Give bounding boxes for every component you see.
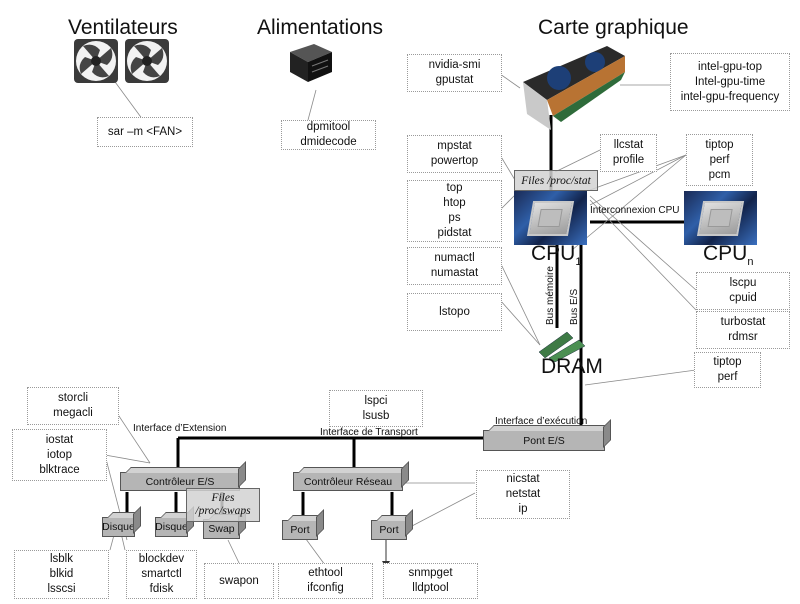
gpu-title: Carte graphique [538, 16, 689, 39]
network-port-2: Port [371, 520, 407, 540]
cpu1-image [514, 191, 587, 245]
tool-box-tiptop-pcm: tiptop perf pcm [686, 134, 753, 186]
io-bus-label: Bus E/S [569, 288, 580, 325]
tool-box-llcstat: llcstat profile [600, 134, 657, 172]
interconnect-cpu-label: Interconnexion CPU [590, 205, 680, 216]
dram-label: DRAM [541, 355, 603, 378]
tool-box-lstopo: lstopo [407, 293, 502, 331]
interface-extension-label: Interface d’Extension [133, 423, 227, 434]
memory-bus-label: Bus mémoire [545, 266, 556, 325]
interface-execution-label: Interface d’exécution [495, 416, 588, 427]
tool-box-nicstat: nicstat netstat ip [476, 470, 570, 519]
tool-box-swapon: swapon [204, 563, 274, 599]
tool-box-nvidia: nvidia-smi gpustat [407, 54, 502, 92]
tool-box-top: top htop ps pidstat [407, 180, 502, 242]
io-bridge: Pont E/S [483, 430, 605, 451]
tool-box-iostat: iostat iotop blktrace [12, 429, 107, 481]
swap-device: Swap [203, 519, 240, 539]
tool-box-power: dpmitool dmidecode [281, 120, 376, 150]
tool-box-tiptop-perf: tiptop perf [694, 352, 761, 388]
tool-box-fans: sar –m <FAN> [97, 117, 193, 147]
network-controller: Contrôleur Réseau [293, 472, 403, 491]
tool-box-mpstat: mpstat powertop [407, 135, 502, 173]
fans-title: Ventilateurs [68, 16, 178, 39]
cpun-image [684, 191, 757, 245]
files-proc-stat: Files /proc/stat [514, 170, 598, 191]
power-title: Alimentations [257, 16, 384, 39]
io-controller: Contrôleur E/S [120, 472, 240, 491]
dram-modules-icon [537, 330, 587, 363]
power-supply-icon [286, 40, 334, 84]
tool-box-lspci: lspci lsusb [329, 390, 423, 427]
disk-1: Disque [102, 517, 135, 537]
tool-box-blockdev: blockdev smartctl fdisk [126, 550, 197, 599]
graphics-card-icon [517, 44, 627, 130]
cpu1-label: CPU1 [531, 242, 582, 269]
tool-box-lsblk: lsblk blkid lsscsi [14, 550, 109, 599]
tool-box-intel-gpu: intel-gpu-top Intel-gpu-time intel-gpu-f… [670, 53, 790, 111]
cpun-label: CPUn [703, 242, 754, 269]
fan-icon [124, 38, 170, 84]
disk-2: Disque [155, 517, 188, 537]
network-port-1: Port [282, 520, 318, 540]
files-proc-swaps: Files /proc/swaps [186, 488, 260, 522]
tool-box-numa: numactl numastat [407, 247, 502, 285]
tool-box-storcli: storcli megacli [27, 387, 119, 425]
tool-box-lscpu: lscpu cpuid [696, 272, 790, 310]
interface-transport-label: Interface de Transport [320, 427, 418, 438]
tool-box-snmpget: snmpget lldptool [383, 563, 478, 599]
fan-icon [73, 38, 119, 84]
tool-box-turbostat: turbostat rdmsr [696, 311, 790, 349]
tool-box-ethtool: ethtool ifconfig [278, 563, 373, 599]
